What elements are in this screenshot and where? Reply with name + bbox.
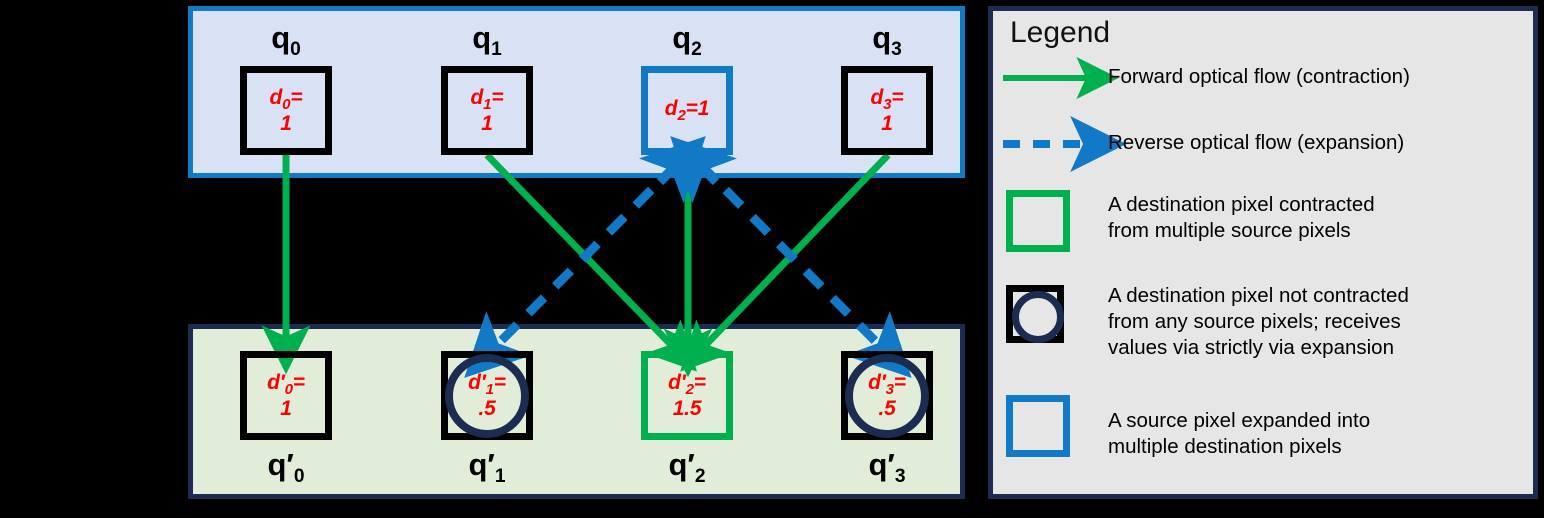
destination-pixel-q3-prime[interactable]: d′3=.5: [841, 351, 933, 440]
pixel-border: [441, 66, 533, 155]
pixel-border: [841, 66, 933, 155]
destination-pixel-q1-prime-value: d′1=.5: [468, 370, 506, 420]
source-label-q0: q0: [240, 20, 332, 61]
source-label-q1: q1: [441, 20, 533, 61]
source-label-q3: q3: [841, 20, 933, 61]
source-label-q0-text: q: [271, 20, 291, 55]
destination-label-q2-prime-index: 2: [694, 466, 706, 488]
legend-entry-expanded-source-pixel-text: A source pixel expanded into multiple de…: [1108, 409, 1371, 458]
destination-label-q1-prime-text: q′: [468, 447, 495, 482]
legend-green-square-icon: [1006, 190, 1070, 252]
destination-pixel-q1-prime[interactable]: d′1=.5: [441, 351, 533, 440]
source-label-q3-text: q: [872, 20, 892, 55]
destination-pixel-q0-prime[interactable]: d′0=1: [240, 351, 332, 440]
destination-label-q3-prime-index: 3: [894, 466, 906, 488]
destination-label-q3-prime: q′3: [841, 447, 933, 488]
legend-entry-forward-flow: Forward optical flow (contraction): [1108, 64, 1410, 90]
source-pixel-q1[interactable]: d1=1: [441, 66, 533, 155]
forward-flow-q3-to-q2prime: [680, 152, 891, 372]
source-pixel-q2-value: d2=1: [664, 96, 710, 124]
legend-title: Legend: [1010, 16, 1111, 49]
destination-label-q2-prime-text: q′: [668, 447, 695, 482]
destination-label-q2-prime: q′2: [641, 447, 733, 488]
legend-entry-expansion-only-pixel: A destination pixel not contracted from …: [1108, 283, 1409, 360]
destination-label-q1-prime-index: 1: [494, 466, 506, 488]
legend-entry-expanded-source-pixel: A source pixel expanded into multiple de…: [1108, 408, 1370, 460]
pixel-border: [240, 66, 332, 155]
source-label-q1-index: 1: [491, 39, 502, 61]
legend-blue-square-icon: [1006, 395, 1070, 457]
source-label-q2-index: 2: [691, 39, 702, 61]
destination-label-q1-prime: q′1: [441, 447, 533, 488]
destination-label-q3-prime-text: q′: [868, 447, 895, 482]
legend-entry-reverse-flow-text: Reverse optical flow (expansion): [1108, 131, 1405, 154]
source-pixel-q0-value: d0=1: [269, 85, 303, 135]
destination-pixel-q3-prime-value: d′3=.5: [868, 370, 906, 420]
destination-pixel-q2-prime-value: d′2=1.5: [668, 370, 706, 420]
source-label-q3-index: 3: [891, 39, 902, 61]
legend-navy-circle-icon: [1012, 291, 1064, 343]
source-pixel-q1-value: d1=1: [470, 85, 504, 135]
destination-label-q0-prime-index: 0: [293, 466, 305, 488]
legend-entry-forward-flow-text: Forward optical flow (contraction): [1108, 65, 1410, 88]
destination-label-q0-prime-text: q′: [267, 447, 294, 482]
pixel-border-blue: [641, 66, 733, 155]
source-label-q2: q2: [641, 20, 733, 61]
expansion-circle-icon: [845, 354, 929, 438]
legend-entry-contracted-pixel: A destination pixel contracted from mult…: [1108, 192, 1375, 244]
legend-entry-expansion-only-pixel-text: A destination pixel not contracted from …: [1108, 284, 1409, 359]
source-label-q2-text: q: [672, 20, 692, 55]
source-label-q0-index: 0: [290, 39, 301, 61]
source-label-q1-text: q: [472, 20, 492, 55]
pixel-border: [240, 351, 332, 440]
expansion-circle-icon: [445, 354, 529, 438]
destination-pixel-q0-prime-value: d′0=1: [267, 370, 305, 420]
forward-flow-q1-to-q2prime: [484, 152, 698, 372]
pixel-border-green: [641, 351, 733, 440]
source-pixel-q3[interactable]: d3=1: [841, 66, 933, 155]
legend-entry-reverse-flow: Reverse optical flow (expansion): [1108, 130, 1404, 156]
destination-pixel-q2-prime[interactable]: d′2=1.5: [641, 351, 733, 440]
source-pixel-q2[interactable]: d2=1: [641, 66, 733, 155]
source-pixel-q0[interactable]: d0=1: [240, 66, 332, 155]
legend-entry-contracted-pixel-text: A destination pixel contracted from mult…: [1108, 193, 1375, 242]
source-pixel-q3-value: d3=1: [870, 85, 904, 135]
legend-circle-square-icon: [1006, 285, 1064, 343]
destination-label-q0-prime: q′0: [240, 447, 332, 488]
